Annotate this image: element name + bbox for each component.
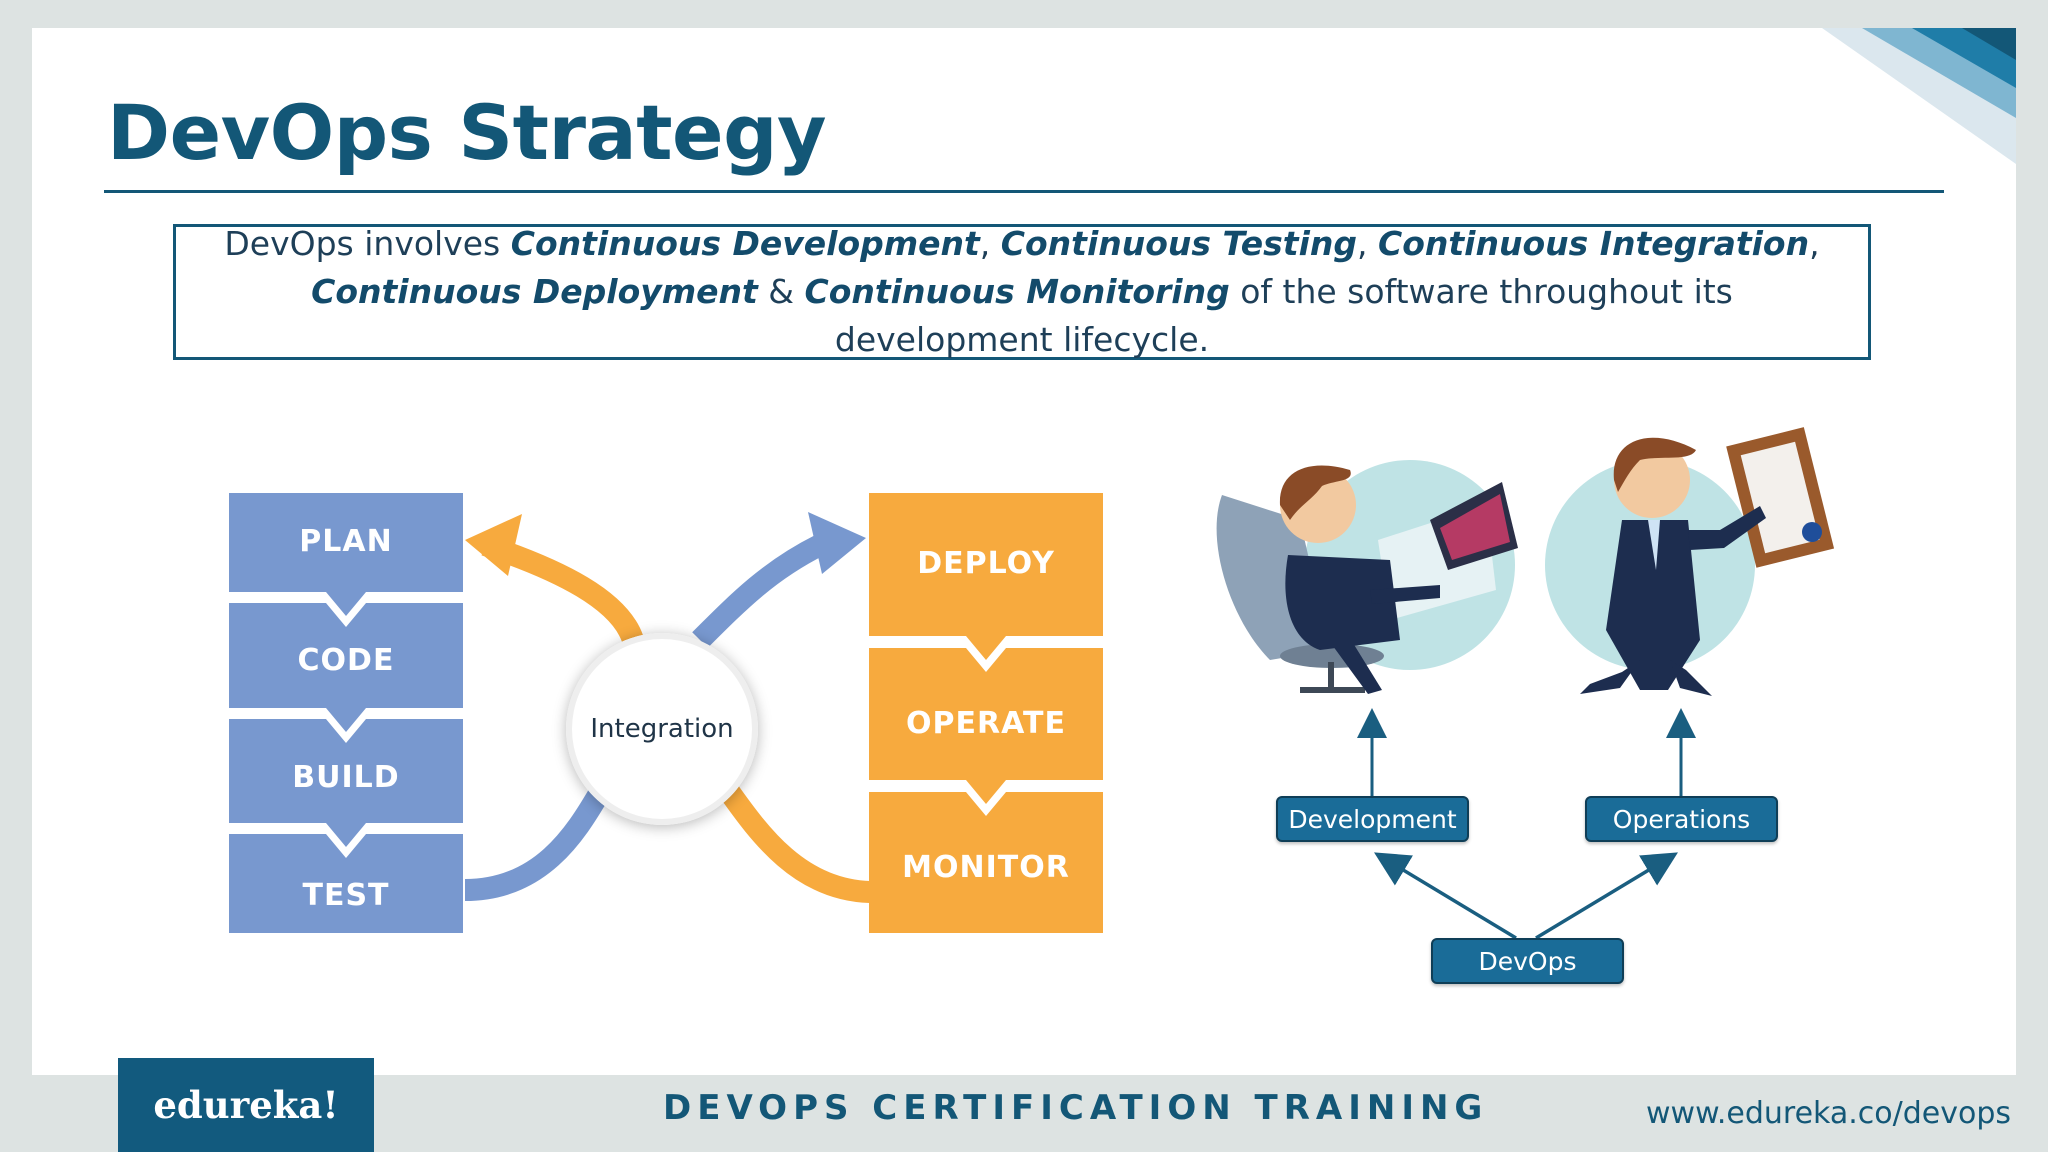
development-label: Development: [1288, 804, 1457, 834]
curve-dev-to-integration: [464, 786, 610, 901]
arrow-devops-to-operations: [1535, 852, 1678, 940]
dev-stage-stack: [229, 493, 463, 933]
stage-deploy-label: DEPLOY: [917, 546, 1055, 581]
developer-illustration: [1216, 460, 1518, 694]
operations-illustration: [1545, 427, 1835, 696]
stage-test-box: [229, 834, 463, 933]
curve-integration-to-deploy: [692, 535, 825, 648]
devops-tag: DevOps: [1431, 938, 1624, 984]
arrow-head-deploy: [808, 512, 866, 574]
course-title: DEVOPS CERTIFICATION TRAINING: [663, 1088, 1489, 1128]
corner-decoration: [1822, 28, 2016, 164]
title-rule: [104, 190, 1944, 193]
stage-monitor-label: MONITOR: [902, 850, 1070, 885]
integration-label: Integration: [590, 714, 734, 744]
stage-deploy-box: [869, 493, 1103, 660]
edureka-logo: edureka!: [118, 1058, 374, 1152]
arrow-devops-to-development: [1374, 852, 1517, 940]
ops-stage-stack: [869, 493, 1103, 933]
operations-tag: Operations: [1585, 796, 1778, 842]
stage-plan-label: PLAN: [299, 524, 393, 559]
integration-hub: Integration: [566, 633, 758, 825]
devops-label: DevOps: [1478, 946, 1577, 976]
slide-title: DevOps Strategy: [107, 88, 827, 177]
description-box: DevOps involves Continuous Development, …: [173, 224, 1871, 360]
stage-monitor-box: [869, 792, 1103, 933]
stage-test-label: TEST: [302, 878, 390, 913]
stage-code-label: CODE: [297, 643, 395, 678]
description-text: DevOps involves Continuous Development, …: [224, 224, 1820, 359]
stage-build-box: [229, 719, 463, 847]
operations-label: Operations: [1612, 804, 1751, 834]
arrow-head-plan: [465, 514, 522, 576]
development-tag: Development: [1276, 796, 1469, 842]
footer-url-link[interactable]: www.edureka.co/devops: [1646, 1096, 2012, 1131]
curve-integration-to-monitor: [719, 783, 871, 903]
stage-operate-label: OPERATE: [906, 706, 1066, 741]
stage-code-box: [229, 603, 463, 732]
stage-plan-box: [229, 493, 463, 616]
stage-operate-box: [869, 648, 1103, 804]
stage-build-label: BUILD: [292, 760, 400, 795]
